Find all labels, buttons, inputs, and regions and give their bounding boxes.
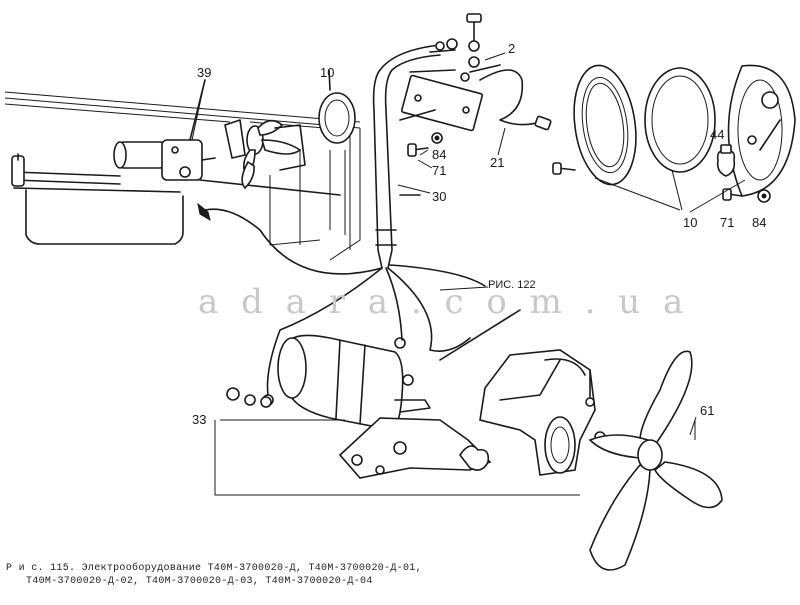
label-10-cab-lamp: 10 <box>320 65 335 80</box>
label-61: 61 <box>700 403 715 418</box>
label-39: 39 <box>197 65 212 80</box>
switch-panel <box>399 13 552 157</box>
watermark: a d a r a . c o m . u a <box>198 282 690 322</box>
label-2: 2 <box>508 41 516 56</box>
label-fig-122: РИС. 122 <box>488 279 536 291</box>
fan-cowling <box>479 349 619 476</box>
label-21: 21 <box>490 155 505 170</box>
wire-harness <box>197 44 521 406</box>
headlamp-assembly <box>552 64 796 213</box>
figure-caption-line-1: Р и с. 115. Электрооборудование Т40М-370… <box>6 563 422 574</box>
label-71-headlamp: 71 <box>720 215 735 230</box>
label-33: 33 <box>192 412 207 427</box>
figure-caption-line-2: Т40М-3700020-Д-02, Т40М-3700020-Д-03, Т4… <box>26 576 373 587</box>
label-84-headlamp: 84 <box>752 215 767 230</box>
fan-motor <box>214 334 580 496</box>
label-10-headlamp: 10 <box>683 215 698 230</box>
cab-lamp <box>318 69 356 144</box>
cab-fan <box>224 119 306 190</box>
label-84-switch: 84 <box>432 147 447 162</box>
propeller-fan <box>588 350 723 571</box>
wiper-assembly <box>11 79 341 245</box>
leader-lines <box>191 52 697 436</box>
label-71-switch: 71 <box>432 163 447 178</box>
label-44: 44 <box>710 127 725 142</box>
label-30: 30 <box>432 189 447 204</box>
cab-frame <box>4 91 361 261</box>
